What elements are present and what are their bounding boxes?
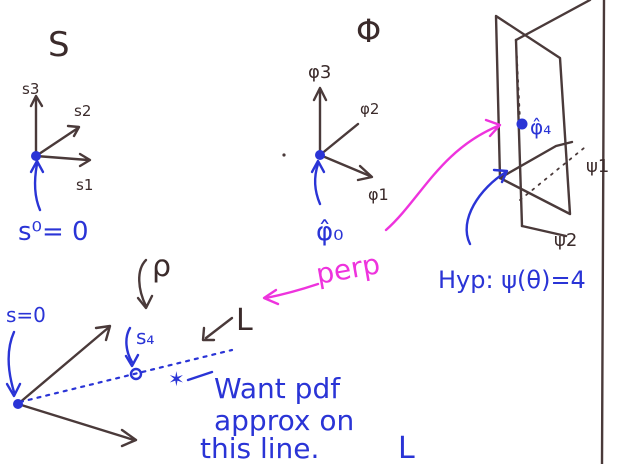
phi1-arrowhead (356, 164, 374, 182)
sketch-axis-right (16, 402, 136, 442)
rho-pointer-head (136, 294, 154, 310)
line-label-pointer-head (201, 326, 216, 342)
manifold: ψ1 ψ2 φ̂₄ Hyp: ψ(θ)=4 (438, 0, 609, 464)
s-origin-pointer (33, 162, 42, 212)
s3-arrowhead (29, 94, 44, 108)
note-line-L: L (398, 431, 415, 464)
s-space: S s3 s2 s1 s⁰= 0 (18, 25, 93, 247)
phi1-label: φ1 (368, 185, 389, 204)
stray-dot (282, 153, 286, 157)
line-label-pointer (204, 316, 234, 340)
board-edge (600, 0, 606, 464)
plane-dotted-axis (519, 147, 585, 201)
estimate-point-label: φ̂₄ (530, 115, 551, 139)
note-line-1: Want pdf (214, 372, 341, 405)
s-space-title: S (48, 25, 70, 65)
sketch-axis-right-head (120, 428, 138, 448)
sketch-origin-dot (13, 399, 23, 409)
sketch-axis-up (16, 326, 110, 406)
s1-arrowhead (78, 152, 92, 168)
sketch-point-dot (129, 367, 143, 381)
phi1-axis (318, 153, 372, 178)
hypothesis-label: Hyp: ψ(θ)=4 (438, 266, 586, 294)
s2-arrowhead (66, 124, 81, 138)
plane-edge-bottom (520, 224, 568, 238)
psi1-label: ψ1 (586, 156, 609, 177)
sketch-point-pointer (125, 326, 134, 364)
sample-space-sketch: ρ L s=0 s₄ ✶ Want pdf approx on this lin… (5, 249, 415, 464)
perp-arrowhead-upper (484, 118, 502, 138)
sketch-origin-pointer (7, 330, 16, 394)
hyp-pointer-head (492, 168, 509, 184)
rho-label: ρ (152, 249, 171, 284)
phi-space: Φ φ3 φ2 φ1 φ̂₀ (282, 12, 389, 247)
phi3-label: φ3 (308, 62, 331, 83)
perp-arrowhead-lower (262, 288, 280, 306)
s1-axis (34, 154, 90, 162)
sketch-point-pointer-head (124, 353, 140, 368)
note-line-3: this line. (200, 432, 319, 464)
sketch-point-label: s₄ (136, 325, 154, 349)
rho-pointer (138, 258, 148, 308)
estimate-point-dot (516, 118, 528, 130)
phi-origin-dot (315, 150, 325, 160)
psi2-label: ψ2 (554, 230, 577, 251)
plane-edge-top (514, 0, 592, 42)
phi3-arrowhead (312, 86, 328, 102)
s-origin-pointer-head (29, 159, 45, 174)
phi-space-title: Φ (356, 12, 381, 50)
s3-label: s3 (22, 80, 39, 98)
s2-axis (34, 126, 80, 158)
s-origin-dot (31, 151, 41, 161)
phi-origin-pointer (314, 162, 322, 206)
note-pointer (186, 370, 214, 382)
s1-label: s1 (76, 176, 93, 194)
sketch-axis-up-head (94, 324, 112, 342)
s-origin-label: s⁰= 0 (18, 217, 89, 247)
line-label: L (236, 303, 253, 338)
phi-origin-pointer-head (310, 159, 326, 174)
plane-dotted-upper (515, 39, 521, 121)
hyp-pointer (465, 170, 508, 246)
approx-star: ✶ (168, 367, 185, 391)
sketch-origin-label: s=0 (6, 303, 46, 327)
phi2-axis (318, 122, 360, 157)
phi-origin-label: φ̂₀ (316, 217, 344, 247)
sketch-origin-pointer-head (5, 382, 22, 398)
plane-cross (498, 140, 574, 180)
line-L (18, 348, 234, 404)
note-line-2: approx on (214, 404, 354, 437)
plane-intersection (514, 38, 524, 228)
perp-curve-upper (384, 124, 500, 232)
perp-label: perp (313, 247, 382, 291)
s2-label: s2 (74, 102, 91, 120)
perp-curve-lower (264, 282, 320, 300)
phi2-label: φ2 (360, 100, 379, 118)
